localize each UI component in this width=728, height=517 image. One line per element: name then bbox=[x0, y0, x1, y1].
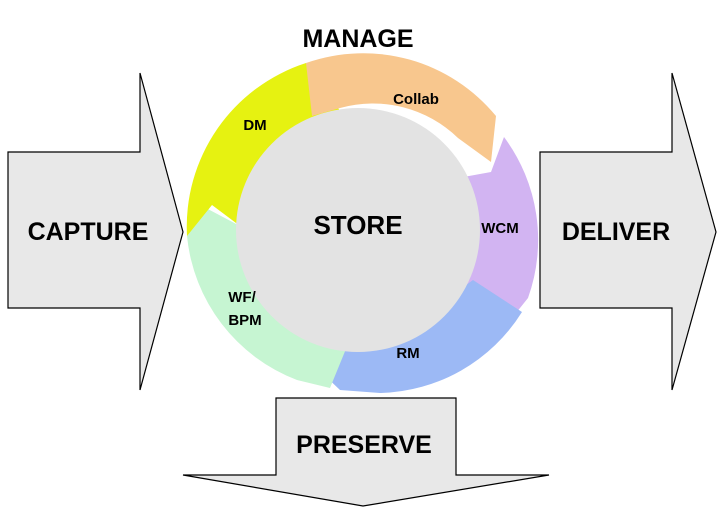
rm-label: RM bbox=[396, 345, 419, 362]
cycle-ring bbox=[186, 53, 539, 393]
manage-title: MANAGE bbox=[302, 25, 413, 53]
store-label: STORE bbox=[313, 210, 402, 240]
capture-label: CAPTURE bbox=[28, 218, 149, 246]
deliver-arrow bbox=[539, 72, 717, 391]
wf-label: WF/ bbox=[228, 289, 256, 306]
dm-label: DM bbox=[243, 117, 266, 134]
collab-segment bbox=[306, 53, 496, 162]
store-circle bbox=[236, 108, 480, 352]
deliver-label: DELIVER bbox=[562, 218, 670, 246]
capture-arrow bbox=[7, 72, 184, 391]
collab-label: Collab bbox=[393, 91, 439, 108]
bpm-label: BPM bbox=[228, 312, 261, 329]
wcm-label: WCM bbox=[481, 220, 519, 237]
wcm-segment bbox=[456, 137, 539, 318]
preserve-label: PRESERVE bbox=[296, 431, 432, 459]
preserve-arrow bbox=[182, 397, 550, 507]
